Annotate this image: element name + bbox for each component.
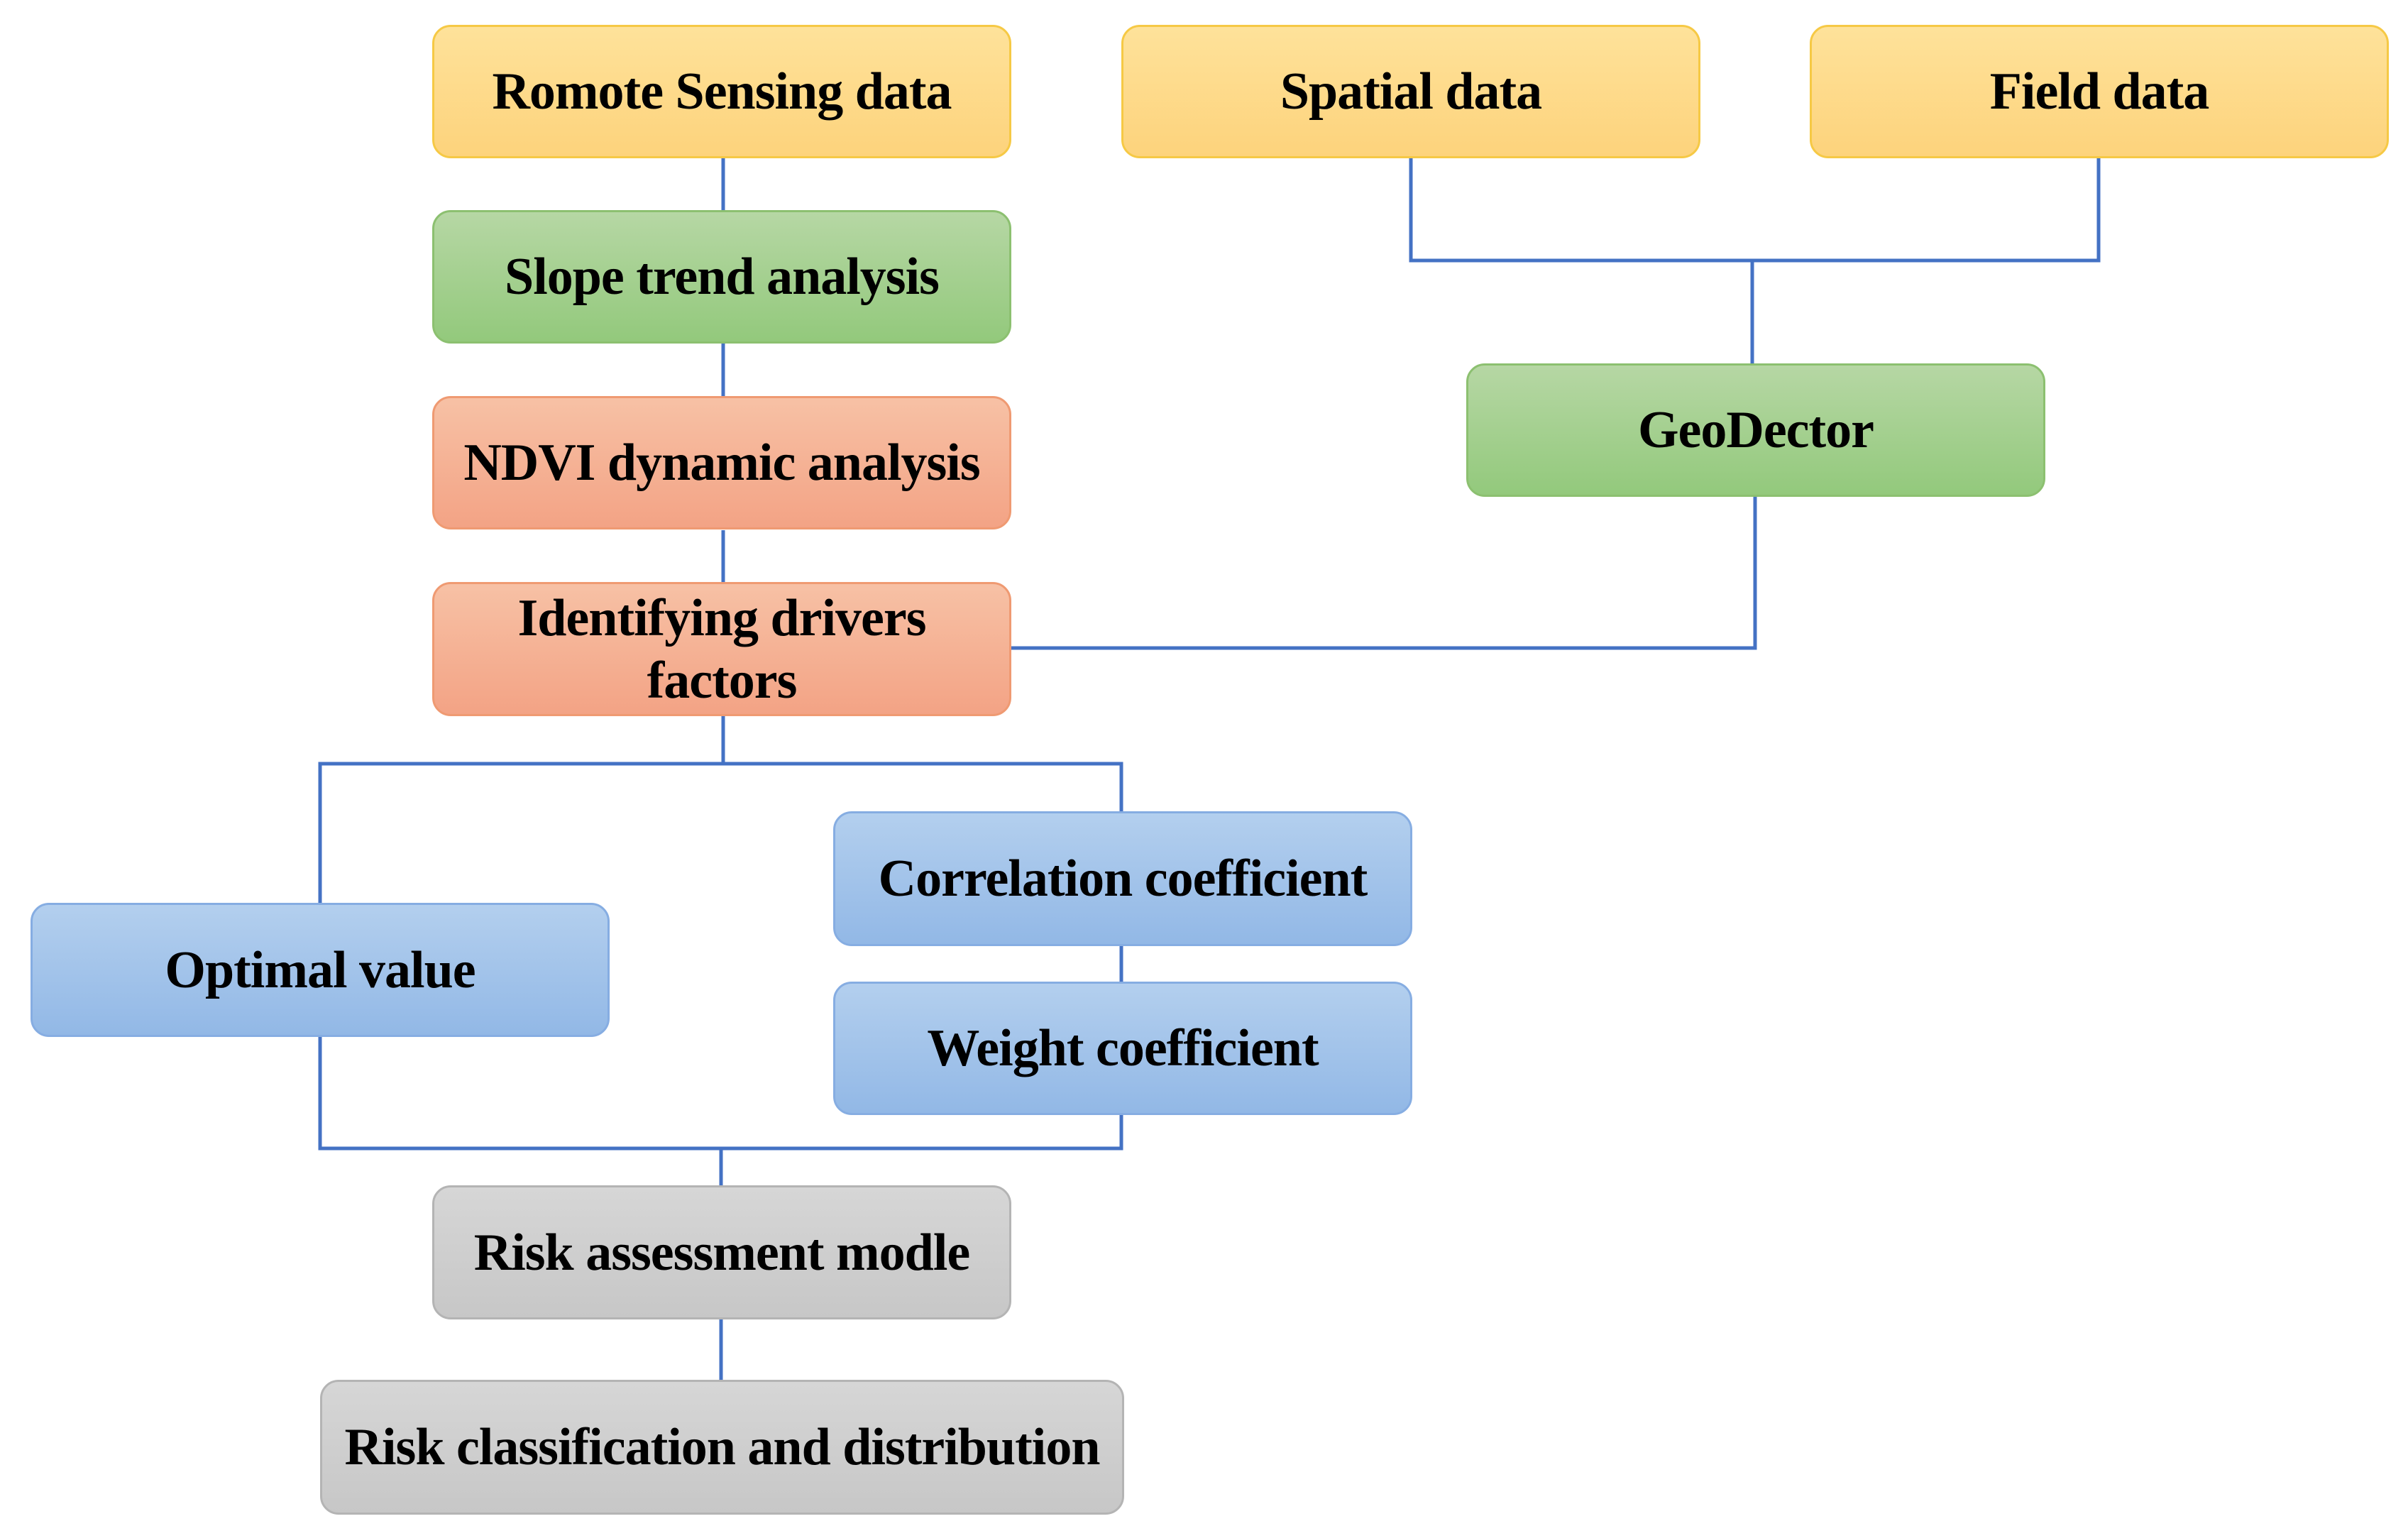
field-data-label: Field data <box>1989 62 2210 121</box>
risk-assessment-model-label: Risk assessment modle <box>473 1223 970 1282</box>
spatial-data-label: Spatial data <box>1280 62 1542 121</box>
field-data-box: Field data <box>1810 25 2389 158</box>
connector-spatial-field-merge <box>1409 158 2101 263</box>
slope-trend-analysis-label: Slope trend analysis <box>505 248 940 306</box>
identifying-drivers-label-line1: Identifying drivers <box>517 588 926 647</box>
spatial-data-box: Spatial data <box>1121 25 1700 158</box>
optimal-value-box: Optimal value <box>31 903 610 1037</box>
correlation-coefficient-label: Correlation coefficient <box>878 850 1368 908</box>
geodector-box: GeoDector <box>1466 363 2045 497</box>
geodector-label: GeoDector <box>1637 401 1874 459</box>
connector-geodector-to-drivers <box>1011 497 1757 650</box>
ndvi-dynamic-analysis-box: NDVI dynamic analysis <box>432 396 1011 529</box>
risk-classification-label: Risk classification and distribution <box>344 1418 1101 1476</box>
connector-split-branches <box>318 762 1123 903</box>
identifying-drivers-box: Identifying drivers factors <box>432 582 1011 716</box>
risk-assessment-model-box: Risk assessment modle <box>432 1185 1011 1319</box>
weight-coefficient-box: Weight coefficient <box>833 982 1412 1115</box>
slope-trend-analysis-box: Slope trend analysis <box>432 210 1011 344</box>
identifying-drivers-label-line2: factors <box>647 651 798 710</box>
optimal-value-label: Optimal value <box>165 940 475 999</box>
risk-classification-box: Risk classification and distribution <box>320 1380 1124 1515</box>
ndvi-dynamic-analysis-label: NDVI dynamic analysis <box>463 434 980 492</box>
correlation-coefficient-box: Correlation coefficient <box>833 811 1412 946</box>
remote-sensing-data-box: Romote Sensing data <box>432 25 1011 158</box>
remote-sensing-data-label: Romote Sensing data <box>492 62 952 121</box>
weight-coefficient-label: Weight coefficient <box>927 1019 1319 1077</box>
